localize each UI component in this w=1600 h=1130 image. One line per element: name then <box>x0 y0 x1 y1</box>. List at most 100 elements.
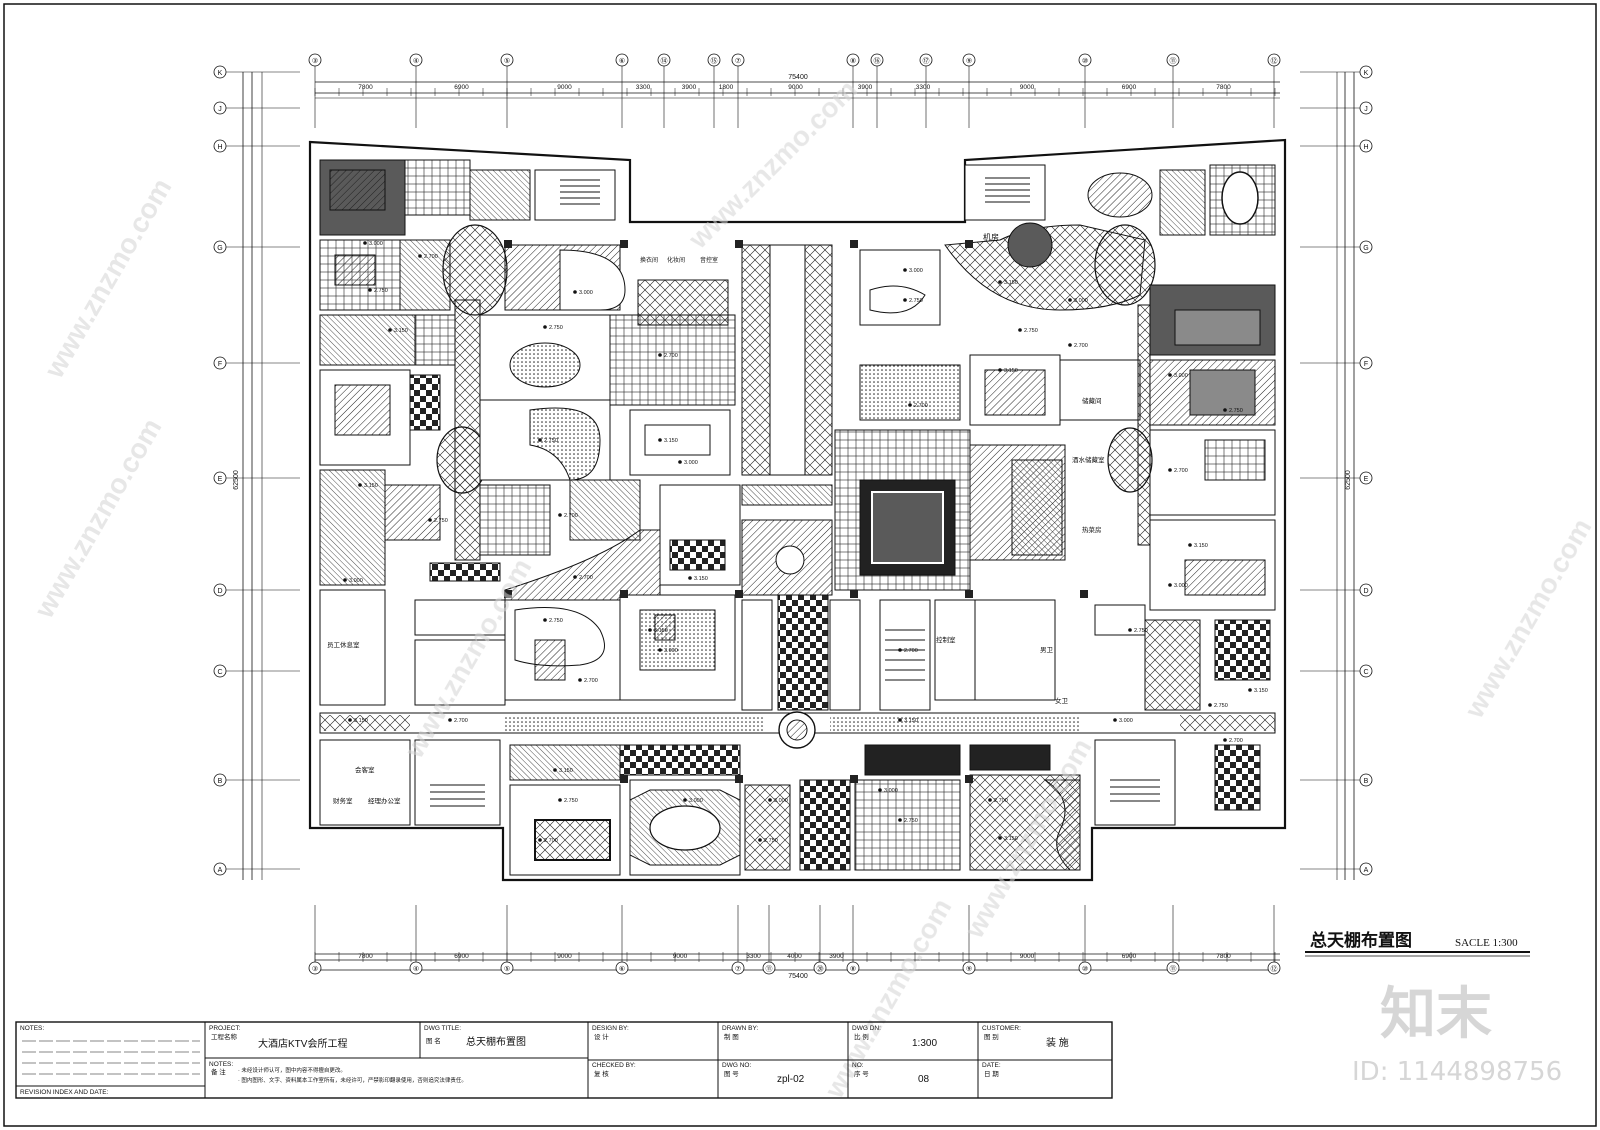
axis-label: D <box>217 588 222 595</box>
elevation-value: 3.000 <box>579 290 593 296</box>
round-lobby-inner <box>786 719 808 741</box>
axis-label: ③ <box>312 57 318 65</box>
elevation-marker: 3.000 <box>1168 583 1188 589</box>
axis-label: G <box>1363 245 1368 252</box>
dimension-label: 3300 <box>636 84 651 91</box>
bottom-axis-bubble: ⑥ <box>615 961 629 975</box>
room-block <box>404 159 471 216</box>
elevation-marker: 3.000 <box>343 578 363 584</box>
curved-room <box>869 285 926 314</box>
axis-label: ⑪ <box>766 965 773 973</box>
dimension-label: 9000 <box>557 84 572 91</box>
curved-room <box>529 407 601 481</box>
room-label-female-wc: 女卫 <box>1055 696 1069 705</box>
elevation-marker: 3.150 <box>358 483 378 489</box>
elevation-marker: 2.700 <box>1068 343 1088 349</box>
elevation-value: 3.150 <box>1004 836 1018 842</box>
left-axis-bubble: C <box>213 664 227 678</box>
elevation-value: 2.700 <box>664 353 678 359</box>
round-room <box>1007 222 1053 268</box>
dimension-label: 6900 <box>1122 953 1137 960</box>
axis-label: D <box>1363 588 1368 595</box>
elevation-value: 2.700 <box>1174 468 1188 474</box>
axis-label: J <box>218 106 222 113</box>
elevation-value: 3.150 <box>904 718 918 724</box>
round-lamp <box>775 545 805 575</box>
notes-label: NOTES: <box>20 1025 44 1032</box>
dimension-label: 6900 <box>454 84 469 91</box>
top-axis-bubble: ⑭ <box>657 53 671 67</box>
axis-label: ④ <box>413 57 419 65</box>
title-block: NOTES: REVISION INDEX AND DATE: PROJECT:… <box>15 1021 1113 1099</box>
bottom-axis-bubble: ⑤ <box>500 961 514 975</box>
elevation-marker: 3.000 <box>1113 718 1133 724</box>
axis-label: J <box>1364 106 1368 113</box>
remark-1: · 未经设计师认可，图中内容不得擅自更改。 <box>238 1066 346 1074</box>
stair-lines <box>560 179 600 205</box>
design-label: DESIGN BY: <box>592 1025 629 1032</box>
room-block <box>569 479 641 541</box>
project-name: 大酒店KTV会所工程 <box>258 1037 347 1050</box>
axis-label: ⑦ <box>735 965 741 973</box>
right-axis-bubble: A <box>1359 862 1373 876</box>
oval-ceiling <box>1221 171 1259 225</box>
date-label: DATE: <box>982 1062 1001 1069</box>
elevation-marker: 3.150 <box>1188 543 1208 549</box>
room-block <box>479 484 551 556</box>
room-block <box>334 384 391 436</box>
elevation-value: 3.150 <box>1194 543 1208 549</box>
elevation-marker: 3.000 <box>1168 373 1188 379</box>
axis-label: E <box>218 476 223 483</box>
dwg-title: 总天棚布置图 <box>466 1035 526 1048</box>
axis-label: ⑪ <box>1170 57 1177 65</box>
elevation-marker: 2.750 <box>1128 628 1148 634</box>
bottom-axis-bubble: ⑪ <box>762 961 776 975</box>
room-block <box>1159 169 1206 236</box>
top-axis-bubble: ⑫ <box>1267 53 1281 67</box>
elevation-value: 2.700 <box>904 648 918 654</box>
axis-label: H <box>1363 144 1368 151</box>
elevation-value: 2.750 <box>1214 703 1228 709</box>
bottom-axis-bubble: ⑩ <box>1078 961 1092 975</box>
elevation-marker: 2.750 <box>428 518 448 524</box>
customer-label: CUSTOMER: <box>982 1025 1021 1032</box>
elevation-marker: 2.750 <box>368 288 388 294</box>
elevation-marker: 3.000 <box>878 788 898 794</box>
room-label-hot-kitchen: 热菜房 <box>1082 525 1102 534</box>
elevation-marker: 3.150 <box>388 328 408 334</box>
room-label-finance-room: 财务室 <box>333 796 353 805</box>
left-axis-bubble: F <box>213 356 227 370</box>
seq-value: 08 <box>918 1074 930 1085</box>
elevation-value: 3.150 <box>364 483 378 489</box>
room-block <box>969 744 1051 771</box>
stair <box>414 739 501 826</box>
axis-label: K <box>1364 70 1369 77</box>
oval-ceiling <box>509 342 581 388</box>
axis-label: A <box>1364 867 1369 874</box>
dimension-label: 3300 <box>746 953 761 960</box>
elevation-marker: 2.750 <box>543 325 563 331</box>
elevation-marker: 2.750 <box>538 438 558 444</box>
right-axis-bubble: B <box>1359 773 1373 787</box>
watermark-site-text: www.znzmo.com <box>1458 513 1598 724</box>
corridor-pattern <box>505 715 765 731</box>
top-axis-bubble: ⑤ <box>500 53 514 67</box>
elevation-marker: 2.750 <box>1208 703 1228 709</box>
room-label-wine-storage: 酒水储藏室 <box>1072 455 1105 464</box>
elevation-value: 2.750 <box>544 438 558 444</box>
dimension-label: 9000 <box>557 953 572 960</box>
dwg-no-label: DWG NO: <box>722 1062 751 1069</box>
room-block <box>1214 744 1261 811</box>
dimension-label: 9000 <box>788 84 803 91</box>
design-cn-label: 设 计 <box>594 1032 609 1041</box>
room-block <box>741 484 833 506</box>
axis-label: ⑨ <box>966 57 972 65</box>
elevation-value: 2.750 <box>564 798 578 804</box>
seq-label: NO: <box>852 1062 864 1069</box>
sheet-border <box>3 3 1597 1127</box>
elevation-value: 3.000 <box>909 268 923 274</box>
left-axis-bubble: H <box>213 139 227 153</box>
